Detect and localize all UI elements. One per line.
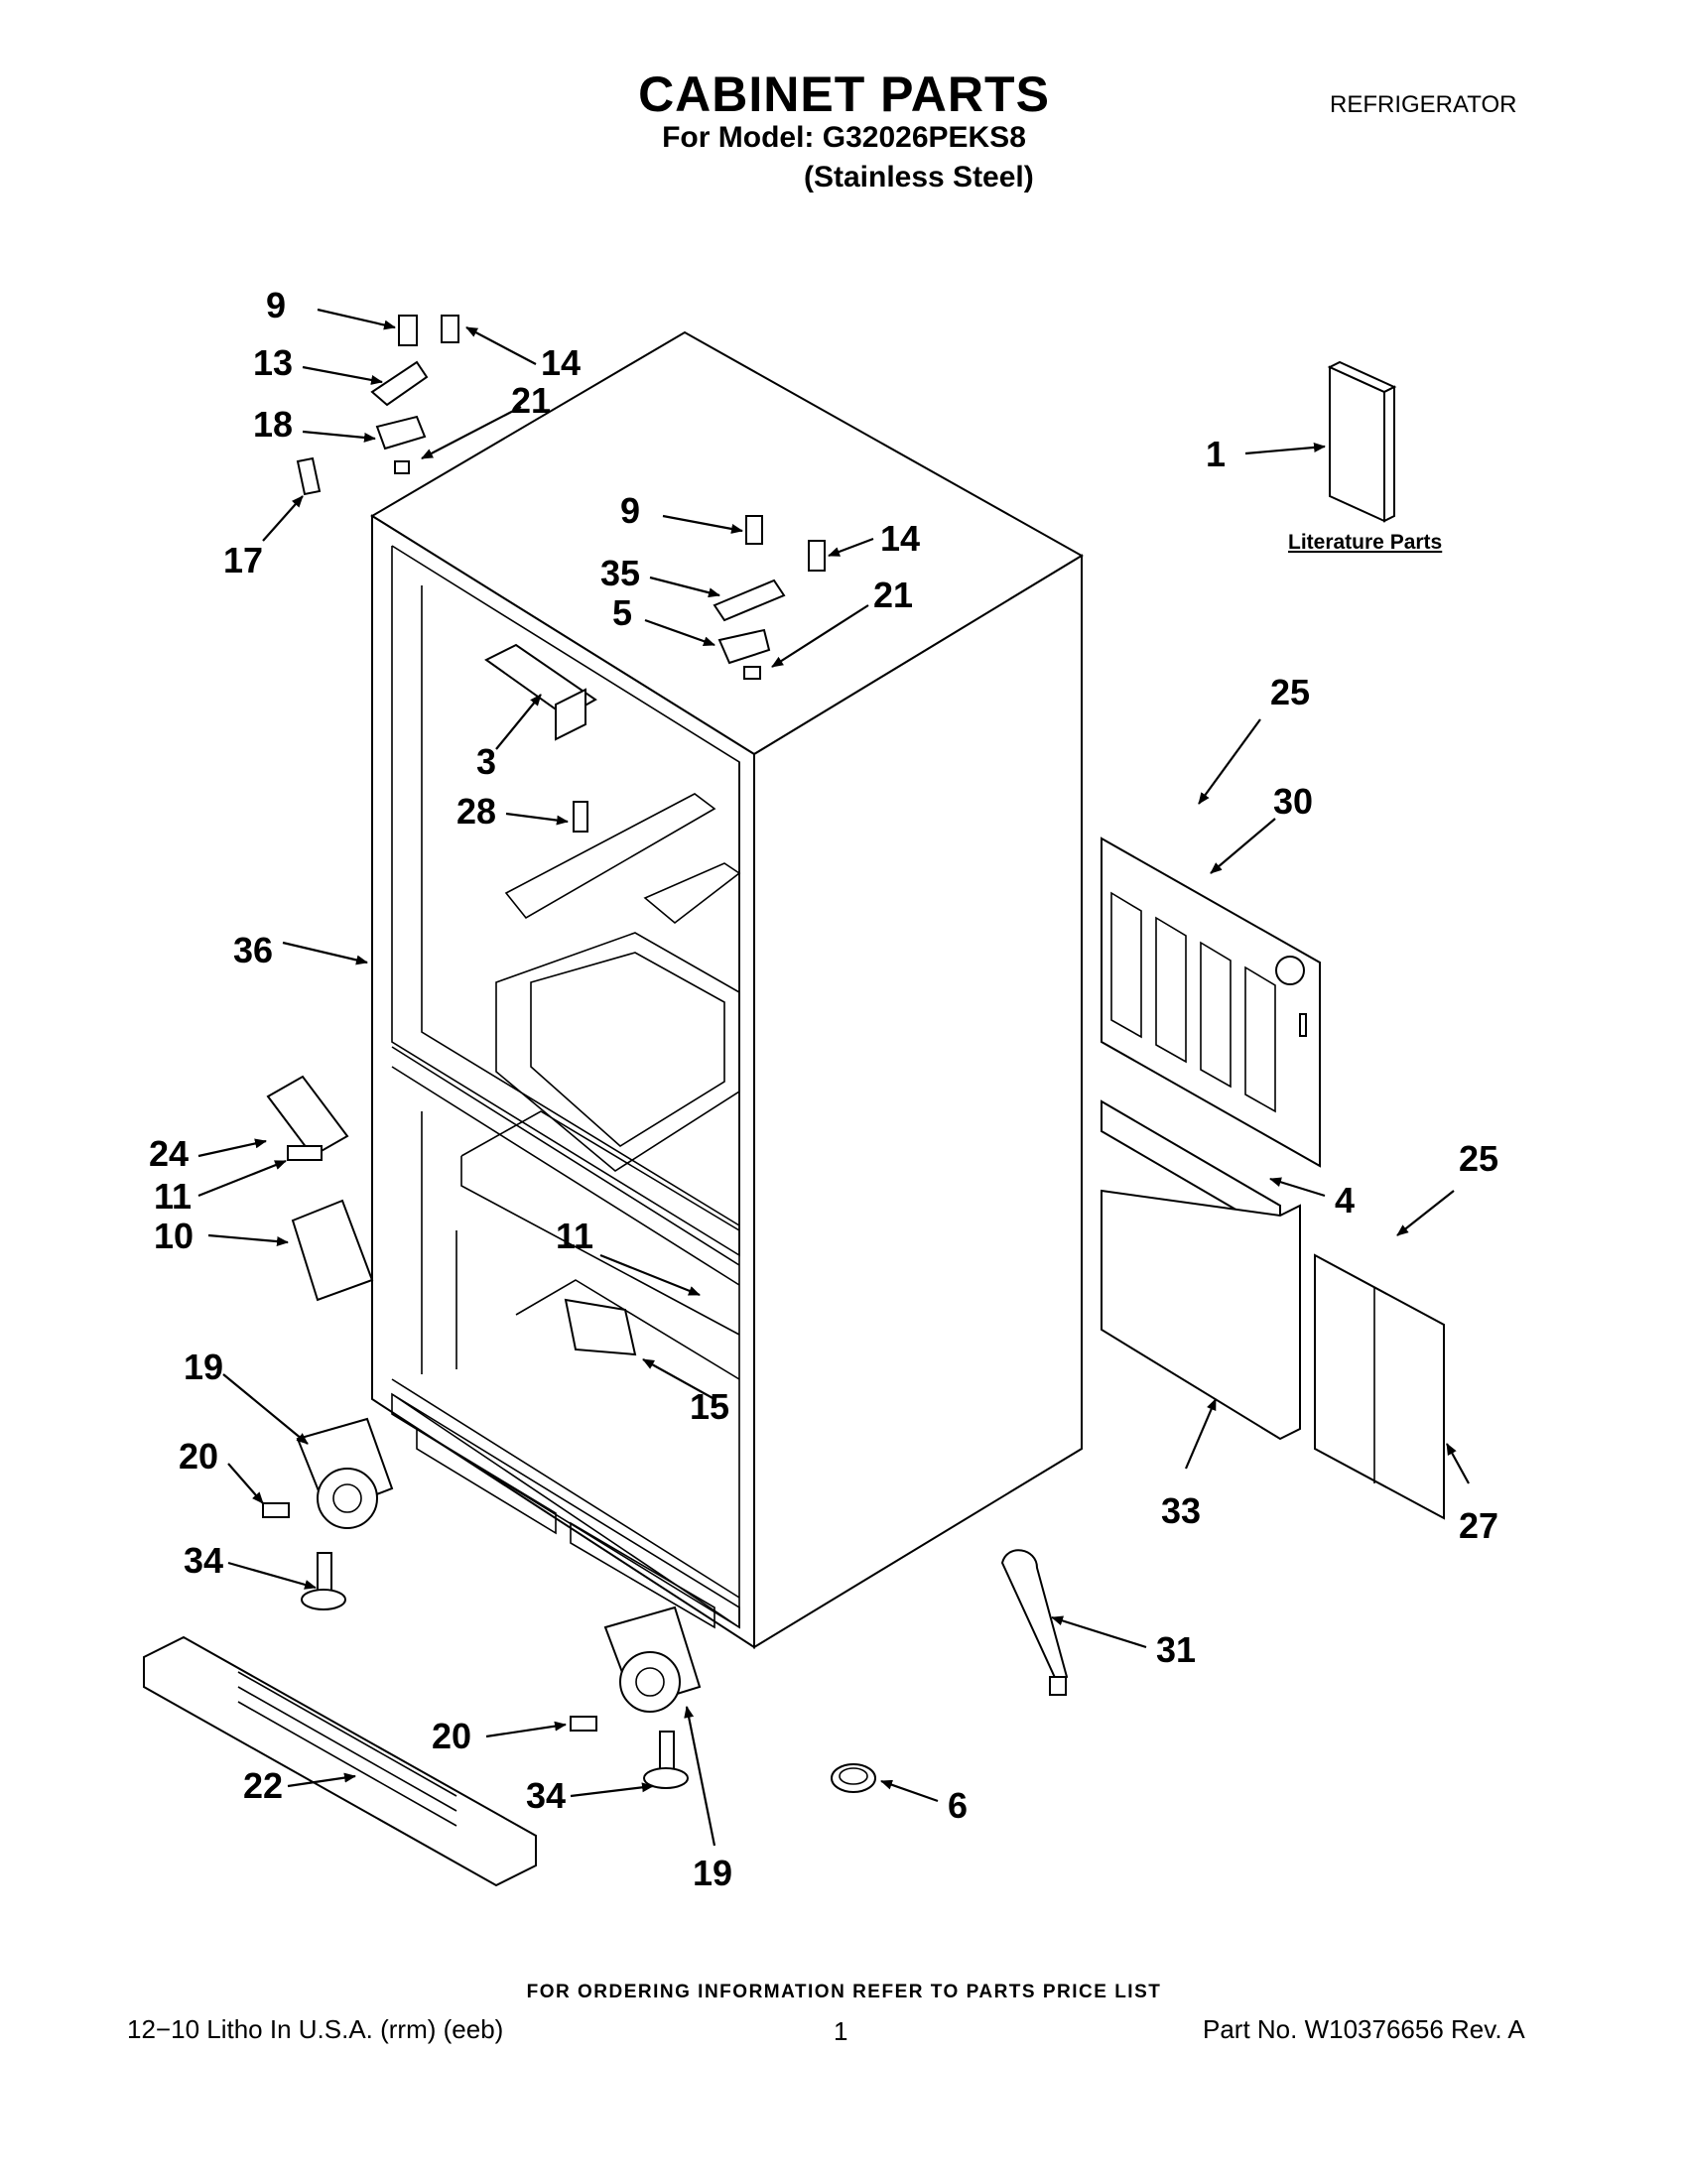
callout-10: 10 (154, 1216, 194, 1256)
rear-grille-panel (1101, 836, 1321, 1168)
left-front-roller-assembly (262, 1417, 394, 1529)
page-number: 1 (834, 2016, 848, 2046)
callout-labels: 9 13 14 18 21 17 1 9 14 35 5 21 3 28 25 … (149, 285, 1498, 1893)
callout-14-right: 14 (880, 518, 920, 559)
callout-34-lower: 34 (526, 1775, 566, 1816)
callout-18: 18 (253, 404, 293, 445)
top-right-hinge (713, 515, 826, 680)
right-front-roller-assembly (570, 1606, 702, 1732)
callout-19: 19 (184, 1347, 223, 1387)
right-leveling-leg (643, 1731, 689, 1789)
refrigerator-cabinet (370, 330, 1084, 1649)
top-left-hinge (296, 315, 459, 496)
callout-3: 3 (476, 741, 496, 782)
callout-20: 20 (179, 1436, 218, 1477)
callout-31: 31 (1156, 1629, 1196, 1670)
appliance-category: REFRIGERATOR (1330, 91, 1517, 118)
callout-15: 15 (690, 1386, 729, 1427)
callout-28: 28 (456, 791, 496, 832)
callout-5: 5 (612, 592, 632, 633)
callout-19-lower: 19 (693, 1853, 732, 1893)
callout-36: 36 (233, 930, 273, 970)
top-bracket-part (484, 643, 597, 833)
callout-17: 17 (223, 540, 263, 580)
callout-22: 22 (243, 1765, 283, 1806)
callout-14: 14 (541, 342, 581, 383)
ordering-info-note: FOR ORDERING INFORMATION REFER TO PARTS … (526, 1982, 1162, 2002)
callout-30: 30 (1273, 781, 1313, 822)
callout-9-right: 9 (620, 490, 640, 531)
callout-35: 35 (600, 553, 640, 593)
control-box (291, 1199, 374, 1302)
callout-24: 24 (149, 1133, 189, 1174)
leveling-wrench (1000, 1549, 1069, 1696)
literature-booklet (1327, 360, 1397, 523)
callout-9: 9 (266, 285, 286, 325)
callout-21: 21 (511, 380, 551, 421)
callout-arrows (197, 308, 1470, 1847)
left-side-bracket (266, 1075, 349, 1161)
litho-print-info: 12−10 Litho In U.S.A. (rrm) (eeb) (127, 2014, 504, 2044)
lower-access-panel (1101, 1099, 1445, 1520)
callout-1: 1 (1206, 434, 1226, 474)
page-title: CABINET PARTS (638, 66, 1050, 122)
grommet-ring (831, 1763, 876, 1793)
callout-4: 4 (1335, 1180, 1355, 1220)
toe-grille (143, 1635, 537, 1887)
callout-25-lower: 25 (1459, 1138, 1498, 1179)
callout-33: 33 (1161, 1490, 1201, 1531)
callout-13: 13 (253, 342, 293, 383)
model-finish: (Stainless Steel) (804, 161, 1034, 193)
callout-27: 27 (1459, 1505, 1498, 1546)
callout-6: 6 (948, 1785, 968, 1826)
center-bracket (564, 1298, 637, 1356)
literature-parts-label: Literature Parts (1288, 531, 1442, 554)
callout-11-center: 11 (556, 1216, 593, 1256)
callout-20-lower: 20 (432, 1716, 471, 1756)
callout-11-left: 11 (154, 1176, 192, 1217)
model-number: For Model: G32026PEKS8 (662, 121, 1026, 154)
callout-34: 34 (184, 1540, 223, 1581)
callout-25: 25 (1270, 672, 1310, 712)
document-part-number: Part No. W10376656 Rev. A (1203, 2014, 1525, 2044)
callout-21-right: 21 (873, 575, 913, 615)
left-leveling-leg (301, 1552, 346, 1610)
